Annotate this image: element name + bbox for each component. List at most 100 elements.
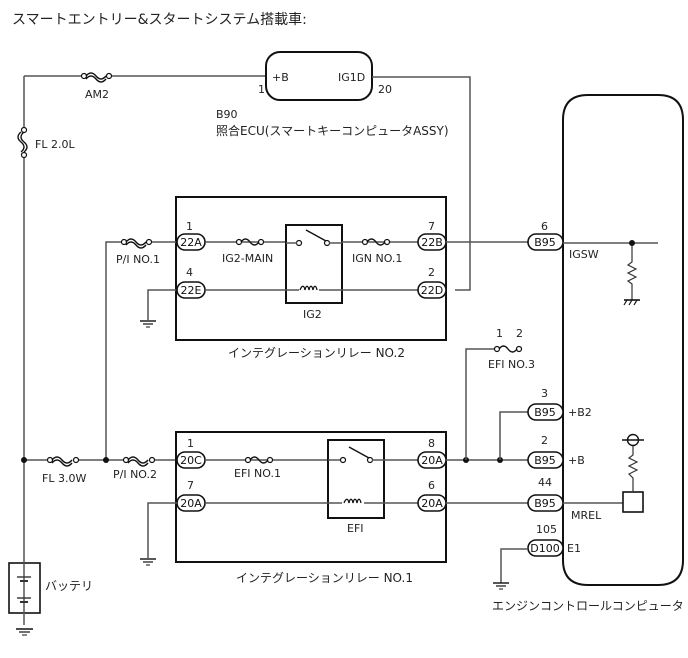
ecm-pin-44: 44 — [538, 476, 552, 489]
ecm-pin-3: 3 — [541, 387, 548, 400]
ecm-box — [562, 94, 684, 586]
relay1-pin-6: 6 — [428, 479, 435, 492]
fuse-efi-no3-icon — [493, 345, 523, 353]
relay2-ground-wire — [147, 289, 177, 320]
connector-20a-6-label: 20A — [421, 497, 443, 510]
fuse-ign-no1-icon — [361, 238, 391, 246]
fuse-fl20l-icon — [17, 126, 29, 159]
fuse-efi-no1-label: EFI NO.1 — [234, 467, 281, 480]
ecm-signal-mrel: MREL — [571, 509, 602, 522]
ig1d-wire — [372, 76, 471, 291]
relay-ig2-box — [285, 224, 343, 304]
connector-b95-6-label: B95 — [534, 236, 556, 249]
driver-transistor-icon — [622, 491, 644, 513]
fuse-fl20l-label: FL 2.0L — [35, 138, 75, 151]
junction-dot — [21, 457, 27, 463]
ground-icon — [140, 558, 156, 566]
connector-b95-6 — [527, 233, 564, 251]
relay2-pin-1: 1 — [186, 220, 193, 233]
ground-icon — [16, 628, 33, 636]
relay2-pin-4: 4 — [186, 266, 193, 279]
fuse-pi-no2-icon — [122, 455, 156, 467]
relay-ig2-switch-icon — [305, 229, 327, 242]
fuse-efi-no1-icon — [244, 456, 274, 464]
plus-b2-wire — [499, 411, 528, 460]
ecu-pin-plus-b: +B — [272, 71, 289, 84]
fuse-pi-no1-icon — [120, 237, 153, 249]
ecm-pin-6: 6 — [541, 220, 548, 233]
connector-b95-3-label: B95 — [534, 406, 556, 419]
relay-ig2-contact-left — [295, 239, 303, 247]
connector-22d — [417, 281, 447, 299]
relay-ig2-label: IG2 — [303, 308, 322, 321]
relay-efi-label: EFI — [347, 522, 364, 535]
connector-d100-label: D100 — [530, 542, 559, 555]
resistor-icon — [627, 446, 639, 492]
connector-b95-2-label: B95 — [534, 454, 556, 467]
efi-no3-pin-2: 2 — [516, 327, 523, 340]
relay-efi-switch-icon — [348, 446, 370, 459]
connector-20a-7-label: 20A — [180, 497, 202, 510]
fuse-efi-no3-label: EFI NO.3 — [488, 358, 535, 371]
relay1-pin-1: 1 — [187, 437, 194, 450]
smart-ecu-code: B90 — [216, 108, 238, 121]
relay-efi-contact-left — [339, 456, 347, 464]
ecm-pin-105: 105 — [536, 523, 557, 536]
ecu-pin-ig1d: IG1D — [338, 71, 365, 84]
connector-22d-label: 22D — [421, 284, 443, 297]
relay-no1-name: インテグレーションリレー NO.1 — [236, 571, 413, 585]
battery-label: バッテリ — [45, 579, 93, 593]
fuse-am2-icon — [80, 71, 113, 83]
ecu-pin-20-number: 20 — [378, 83, 392, 96]
relay2-pin-2: 2 — [428, 266, 435, 279]
relay-efi-coil-icon — [343, 498, 362, 504]
connector-b95-44-label: B95 — [534, 497, 556, 510]
fuse-fl30w-icon — [46, 455, 80, 467]
connector-20a-8-label: 20A — [421, 454, 443, 467]
relay1-ground-wire — [147, 502, 177, 558]
diagram-title: スマートエントリー&スタートシステム搭載車: — [12, 11, 307, 28]
chassis-ground-icon — [623, 299, 640, 306]
power-supply-icon — [622, 433, 644, 447]
ecm-signal-plus-b: +B — [568, 454, 585, 467]
fuse-am2-label: AM2 — [85, 88, 109, 101]
relay2-pin-7: 7 — [428, 220, 435, 233]
fuse-pi-no1-label: P/I NO.1 — [116, 253, 160, 266]
connector-22a-label: 22A — [180, 236, 202, 249]
smart-key-ecu-box — [265, 51, 373, 101]
relay-no1-box — [175, 431, 447, 563]
junction-dot — [629, 240, 635, 246]
relay1-pin-7: 7 — [187, 479, 194, 492]
fuse-ig2-main-label: IG2-MAIN — [222, 252, 273, 265]
junction-dot — [103, 457, 109, 463]
fuse-pi-no2-label: P/I NO.2 — [113, 468, 157, 481]
relay1-pin-8: 8 — [428, 437, 435, 450]
resistor-icon — [626, 246, 638, 300]
ecu-pin-1-number: 1 — [258, 83, 265, 96]
ecm-pin-2: 2 — [541, 434, 548, 447]
relay-no2-name: インテグレーションリレー NO.2 — [228, 346, 405, 360]
ecm-signal-plus-b2: +B2 — [568, 406, 592, 419]
ecm-signal-igsw: IGSW — [569, 248, 599, 261]
connector-d100 — [527, 539, 564, 557]
connector-22a — [176, 233, 206, 251]
smart-ecu-name: 照合ECU(スマートキーコンピュータASSY) — [216, 123, 449, 138]
connector-b95-2 — [527, 451, 564, 469]
relay-ig2-coil-icon — [299, 285, 318, 291]
fuse-fl30w-label: FL 3.0W — [42, 472, 86, 485]
relay-efi-box — [327, 439, 385, 519]
connector-22b-label: 22B — [421, 236, 443, 249]
pi-no1-wire — [105, 241, 176, 460]
efi-no3-wire — [465, 348, 494, 460]
connector-22e-label: 22E — [181, 284, 202, 297]
e1-ground-wire — [500, 548, 528, 583]
ground-icon — [493, 582, 509, 590]
connector-b95-3 — [527, 403, 564, 421]
battery-icon — [17, 576, 31, 603]
efi-no3-pin-1: 1 — [496, 327, 503, 340]
ecm-signal-e1: E1 — [567, 542, 581, 555]
ground-icon — [140, 320, 156, 328]
fuse-ign-no1-label: IGN NO.1 — [352, 252, 402, 265]
relay-no2-box — [175, 196, 447, 341]
